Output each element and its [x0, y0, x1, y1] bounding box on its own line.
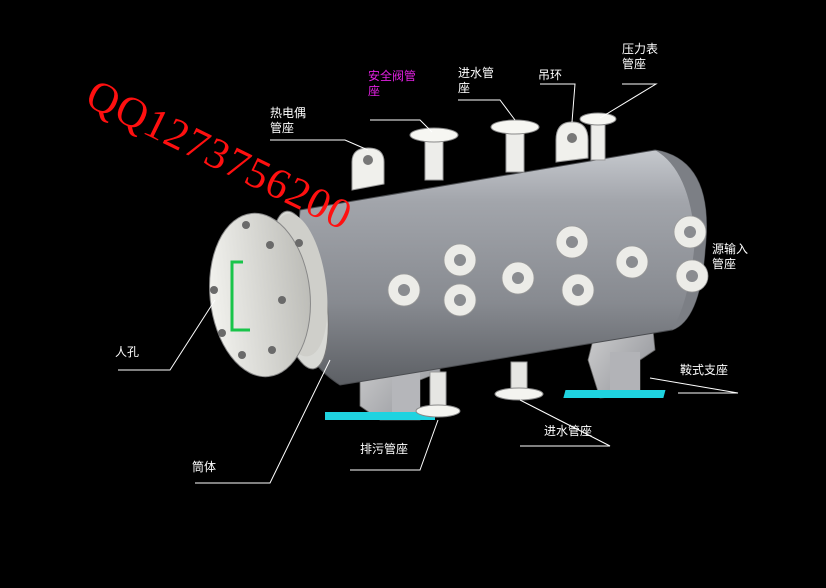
- label-drain: 排污管座: [360, 442, 409, 456]
- manhole-flange: [209, 212, 328, 378]
- thermocouple-nozzle: [351, 147, 385, 191]
- label-thermocouple: 热电偶 管座: [270, 106, 307, 135]
- manhole-handle: [230, 260, 250, 332]
- base-plate-left: [325, 412, 435, 420]
- label-top-inlet: 进水管 座: [458, 66, 495, 95]
- label-saddle: 鞍式支座: [680, 363, 729, 377]
- top-inlet-nozzle: [490, 119, 540, 173]
- bottom-inlet-nozzle: [494, 361, 544, 401]
- label-lifting-lug: 吊环: [538, 68, 563, 82]
- leader-lines: [118, 83, 739, 484]
- safety-valve-nozzle: [409, 127, 459, 181]
- base-plate-right: [563, 390, 666, 398]
- label-bottom-inlet: 进水管座: [544, 424, 593, 438]
- label-safety-valve: 安全阀管 座: [368, 69, 417, 98]
- lifting-lug: [555, 121, 589, 163]
- label-manhole: 人孔: [115, 345, 140, 359]
- label-pressure-gauge: 压力表 管座: [622, 42, 659, 71]
- label-heat-source: 源输入 管座: [712, 242, 749, 271]
- pressure-gauge-nozzle: [579, 112, 617, 161]
- label-cylinder: 筒体: [192, 460, 217, 474]
- drain-nozzle: [415, 371, 461, 418]
